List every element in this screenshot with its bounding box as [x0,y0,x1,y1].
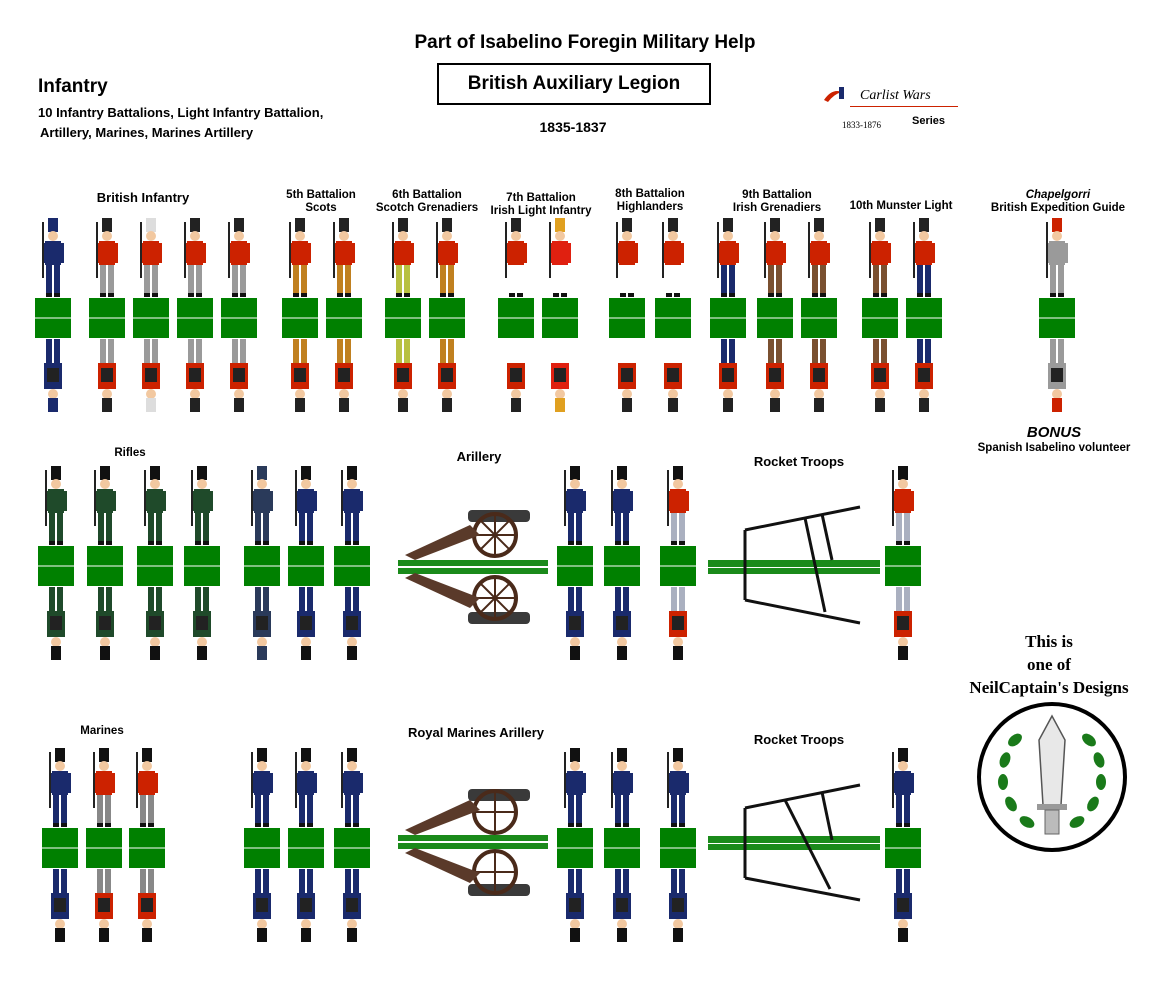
label-british-infantry: British Infantry [96,190,190,205]
soldier-figure [282,218,318,412]
feather-hat-icon [824,87,844,102]
soldier-figure [35,218,71,412]
soldier-figure [133,218,169,412]
rocket-frame-1 [708,505,880,625]
soldier-figure [801,218,837,412]
infantry-desc-line2: Artillery, Marines, Marines Artillery [40,125,254,140]
soldier-figure [244,466,280,660]
soldier-figure [137,466,173,660]
label-marines: Marines [80,725,124,737]
infantry-desc-line1: 10 Infantry Battalions, Light Infantry B… [38,105,324,120]
limber-pole [398,560,548,566]
soldier-figure [660,748,696,942]
soldier-figure [326,218,362,412]
label-artillery: Arillery [456,449,502,464]
label-royal-marines-artillery: Royal Marines Arillery [407,725,545,740]
rocket-frame-2 [708,783,880,902]
cannon-bottom [405,573,530,624]
soldier-figure [885,466,921,660]
soldier-figure [89,218,125,412]
infantry-heading: Infantry [38,76,108,97]
soldier-figure [221,218,257,412]
label-rifles: Rifles [114,447,146,459]
designer-emblem-icon [977,702,1127,852]
series-label: Series [912,115,946,127]
cannon-group-2 [398,789,548,896]
label-rocket-troops-1: Rocket Troops [753,454,845,469]
soldier-figure [906,218,942,412]
soldier-figure [604,748,640,942]
limber-pole [398,568,548,574]
soldier-figure [498,218,534,412]
soldier-figure [42,748,78,942]
soldier-figure [288,466,324,660]
soldier-figure [429,218,465,412]
bonus-label: BONUS [1026,424,1082,441]
soldier-figure [87,466,123,660]
soldier-figure [542,218,578,412]
soldier-figure [177,218,213,412]
soldier-figure [1039,218,1075,412]
soldier-figure [660,466,696,660]
bonus-sub-label: Spanish Isabelino volunteer [977,442,1131,454]
soldier-figure [38,466,74,660]
cannon-group-1 [398,510,548,624]
soldier-figure [129,748,165,942]
soldier-figure [885,748,921,942]
soldier-figure [334,748,370,942]
series-dates: 1833-1876 [842,120,881,130]
soldier-figure [184,466,220,660]
cannon-top [405,510,530,560]
soldier-figure [609,218,645,412]
series-name: Carlist Wars [860,88,931,103]
years-label: 1835-1837 [539,119,607,135]
soldier-figure [604,466,640,660]
label-10th-munster: 10th Munster Light [849,200,953,212]
legion-title-box: British Auxiliary Legion [437,63,711,105]
logo-underline [850,106,958,107]
soldier-figure [385,218,421,412]
soldier-figure [862,218,898,412]
soldier-figure [710,218,746,412]
series-logo: Carlist Wars 1833-1876 Series [820,82,960,132]
soldier-figure [86,748,122,942]
soldier-figure [244,748,280,942]
page-title: Part of Isabelino Foregin Military Help [414,32,756,53]
soldier-figure [757,218,793,412]
soldier-figure [288,748,324,942]
soldier-figure [655,218,691,412]
soldier-figure [557,466,593,660]
soldier-figure [557,748,593,942]
soldier-figure [334,466,370,660]
label-rocket-troops-2: Rocket Troops [753,732,845,747]
